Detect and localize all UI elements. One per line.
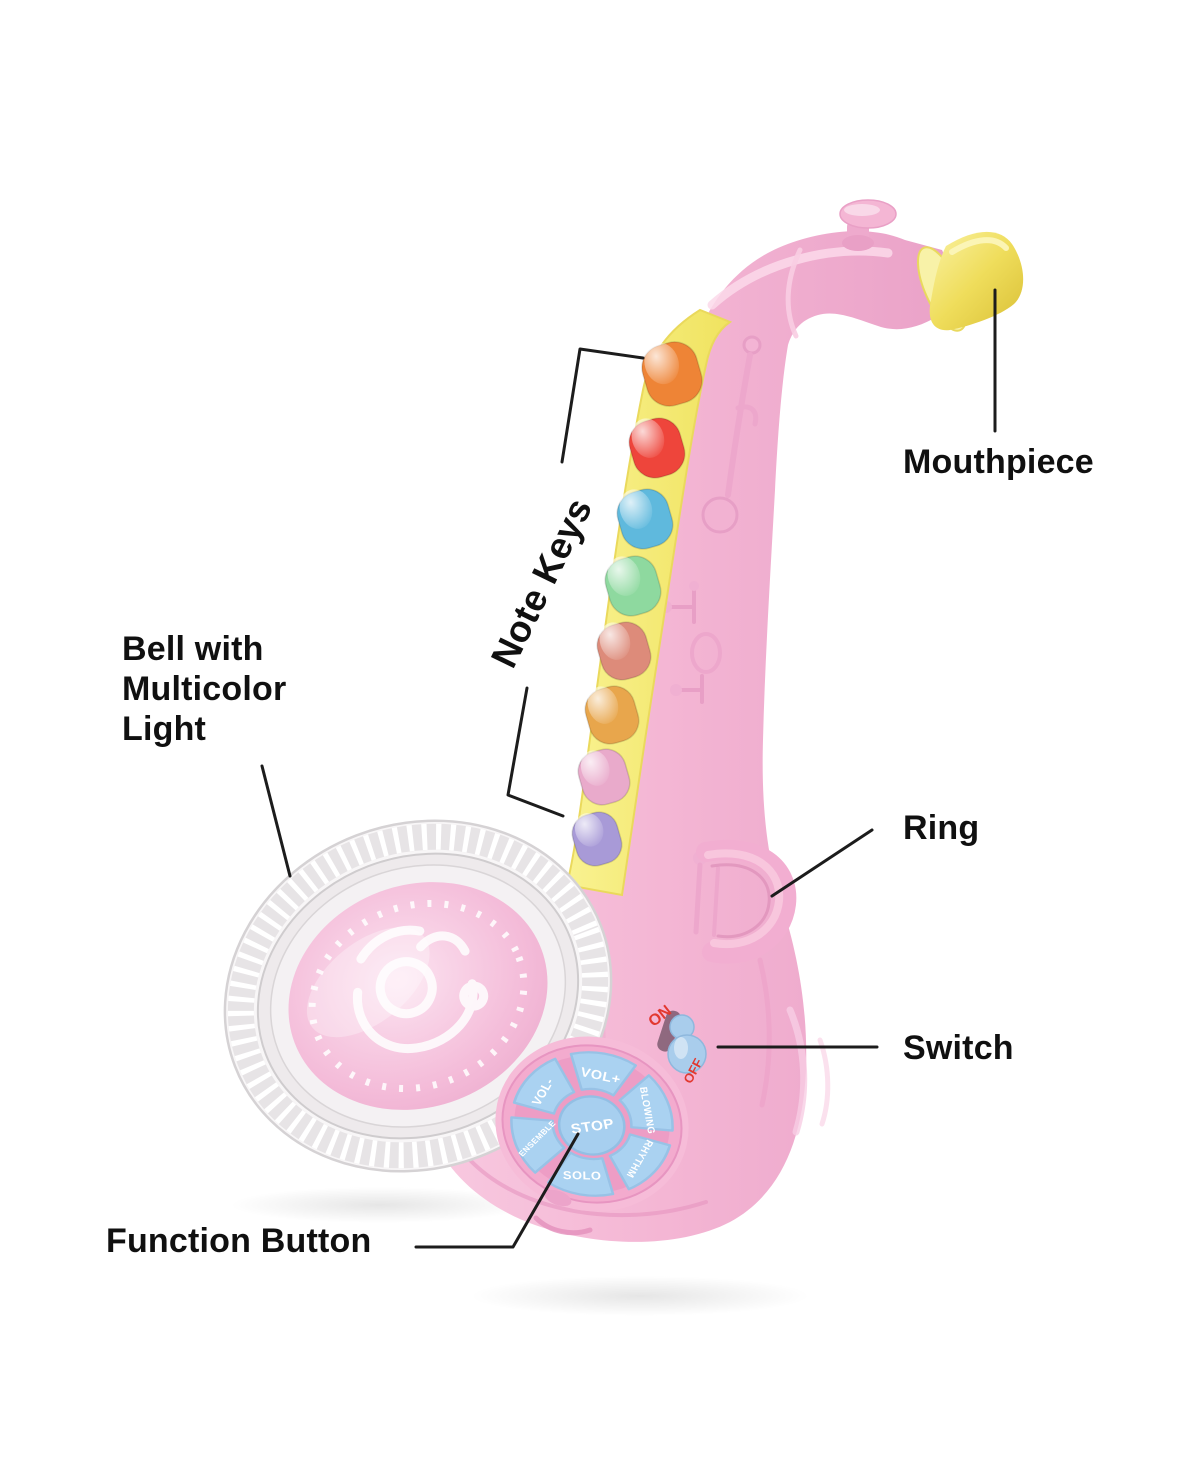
note-key-1 <box>641 341 703 407</box>
function-button-label: Function Button <box>106 1222 372 1260</box>
mouthpiece-label: Mouthpiece <box>903 443 1094 481</box>
bell-label-line-2: Multicolor <box>122 670 287 708</box>
note-key-5 <box>596 621 652 681</box>
bell-label-line-3: Light <box>122 710 207 748</box>
function-button-blowing <box>618 1074 674 1132</box>
note-keys-group <box>571 341 703 867</box>
ring-part <box>696 839 797 964</box>
ring-leader-line <box>770 828 874 898</box>
function-button-vol-plus <box>569 1051 637 1097</box>
mouthpiece-part <box>916 231 1024 332</box>
note-key-8 <box>571 811 623 867</box>
bell-emboss-figure <box>353 925 489 1054</box>
leader-lines <box>260 288 997 1249</box>
function-button-ensemble <box>510 1116 566 1174</box>
bell-leader-line <box>260 764 292 878</box>
bell-shadow <box>230 1187 530 1223</box>
function-button-vol-minus <box>512 1057 576 1115</box>
note-key-4 <box>604 555 662 617</box>
note-key-3 <box>616 488 674 550</box>
solo-label: SOLO <box>563 1169 602 1183</box>
bell-label: Bell with Multicolor Light <box>122 629 286 749</box>
stop-button-label: STOP <box>570 1117 616 1138</box>
function-button-leader-line <box>414 1132 580 1249</box>
ring-label: Ring <box>903 809 980 847</box>
function-button-rhythm <box>608 1133 672 1191</box>
bell-label-line-1: Bell with <box>122 630 264 668</box>
body-shadow <box>470 1276 810 1316</box>
bell-part <box>223 819 613 1173</box>
note-key-2 <box>628 417 686 479</box>
note-key-6 <box>584 685 640 745</box>
note-key-7 <box>577 748 631 806</box>
note-keys-leader-line <box>506 347 645 818</box>
power-switch-part: ON OFF <box>646 1002 707 1086</box>
top-knob-part <box>839 199 897 251</box>
switch-label: Switch <box>903 1029 1014 1067</box>
